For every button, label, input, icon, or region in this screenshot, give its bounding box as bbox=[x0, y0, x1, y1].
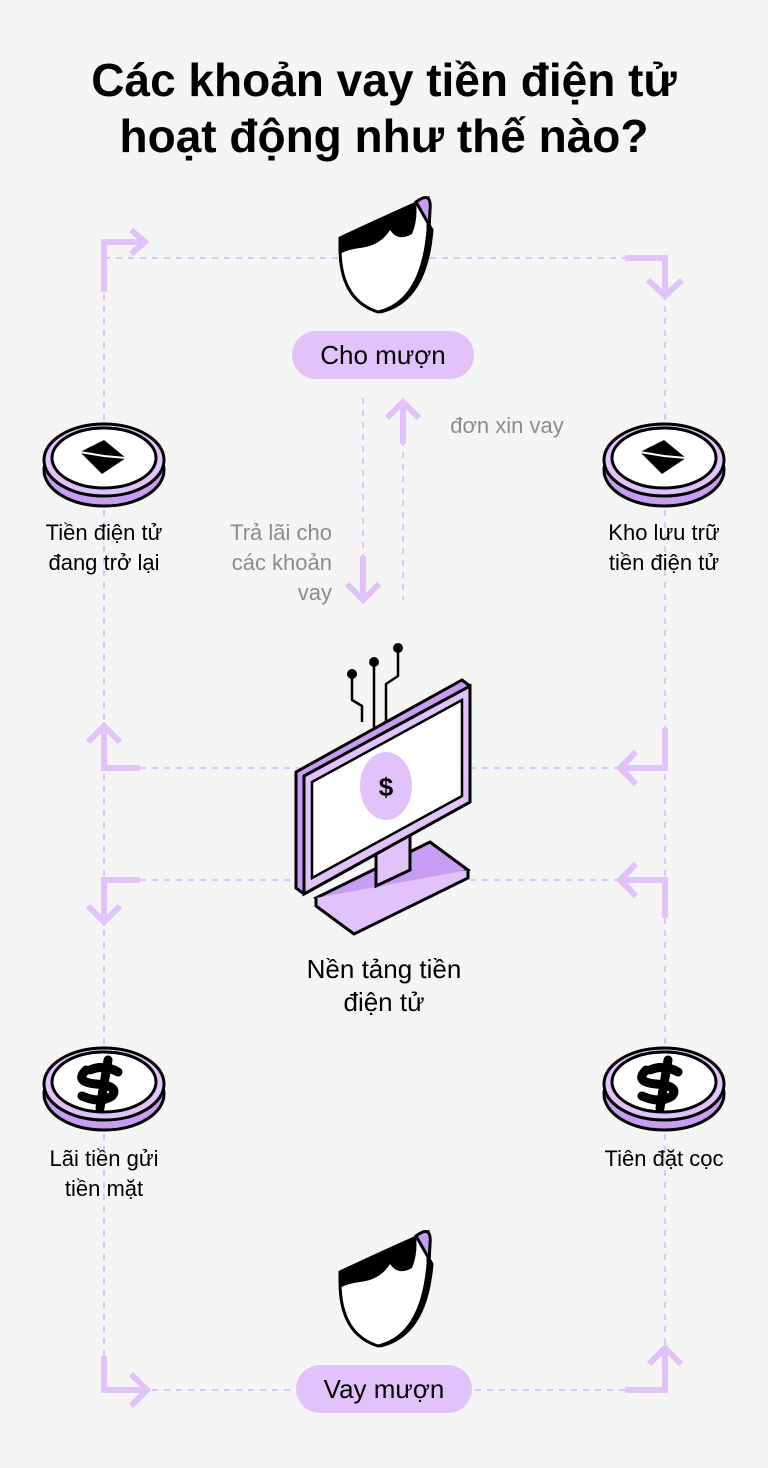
interest-payment-line-1: Trả lãi cho bbox=[230, 520, 332, 545]
person-head-icon bbox=[338, 195, 434, 314]
arrow-mid-right-left bbox=[622, 728, 668, 771]
arrow-request-up-head bbox=[384, 397, 422, 421]
arrow-top-right bbox=[625, 255, 668, 292]
crypto-storage-line-1: Kho lưu trữ bbox=[608, 520, 720, 545]
arrow-mid-left-down bbox=[101, 877, 140, 920]
crypto-storage-line-2: tiền điện tử bbox=[608, 550, 720, 575]
platform-label-line-1: Nền tảng tiền bbox=[306, 954, 462, 984]
title-line-2: hoạt động như thế nào? bbox=[119, 110, 649, 162]
arrow-mid-left-down-head bbox=[85, 903, 123, 927]
interest-payment-line-3: vay bbox=[297, 580, 332, 605]
dollar-coin-icon bbox=[42, 1046, 166, 1132]
cash-interest-label: Lãi tiền gửi tiền mặt bbox=[14, 1144, 194, 1204]
interest-payment-line-2: các khoản bbox=[231, 550, 332, 575]
svg-text:$: $ bbox=[379, 772, 394, 802]
arrow-bottom-right-head bbox=[646, 1343, 684, 1367]
arrow-bottom-right bbox=[625, 1350, 668, 1393]
ethereum-coin-icon bbox=[42, 422, 166, 508]
arrow-top-left bbox=[101, 239, 143, 292]
platform-label-line-2: điện tử bbox=[343, 987, 425, 1017]
arrow-mid-right-corner-head bbox=[615, 861, 639, 899]
loan-request-label: đơn xin vay bbox=[450, 413, 564, 438]
page-title: Các khoản vay tiền điện tử hoạt động như… bbox=[40, 52, 728, 164]
deposit-line-1: Tiên đặt cọc bbox=[604, 1146, 724, 1171]
dollar-coin-icon bbox=[602, 1046, 726, 1132]
cash-interest-line-1: Lãi tiền gửi bbox=[49, 1146, 159, 1171]
arrow-mid-left-up bbox=[101, 728, 140, 771]
interest-payment-label: Trả lãi cho các khoản vay bbox=[196, 518, 332, 608]
arrow-top-right-head bbox=[645, 277, 685, 301]
borrower-pill: Vay mượn bbox=[296, 1365, 472, 1413]
crypto-storage-label: Kho lưu trữ tiền điện tử bbox=[574, 518, 754, 578]
flow-arrows bbox=[85, 227, 685, 1409]
person-head-icon bbox=[338, 1229, 434, 1348]
crypto-returned-label: Tiền điện tử đang trở lại bbox=[14, 518, 194, 578]
arrow-mid-right-corner bbox=[622, 877, 668, 918]
title-line-1: Các khoản vay tiền điện tử bbox=[91, 54, 677, 106]
cash-interest-line-2: tiền mặt bbox=[64, 1176, 144, 1201]
arrow-bottom-left bbox=[101, 1356, 145, 1393]
arrow-mid-right-left-head bbox=[615, 749, 639, 787]
crypto-returned-line-1: Tiền điện tử bbox=[45, 520, 163, 545]
arrow-interest-down-head bbox=[344, 581, 382, 605]
crypto-returned-line-2: đang trở lại bbox=[48, 550, 160, 575]
deposit-label: Tiên đặt cọc bbox=[574, 1144, 754, 1174]
ethereum-coin-icon bbox=[602, 422, 726, 508]
computer-monitor-icon: $ bbox=[294, 643, 472, 936]
arrow-top-left-head bbox=[129, 227, 150, 257]
lender-pill: Cho mượn bbox=[292, 331, 474, 379]
platform-label: Nền tảng tiền điện tử bbox=[274, 953, 494, 1019]
arrow-mid-left-up-head bbox=[85, 721, 123, 745]
arrow-bottom-left-head bbox=[128, 1371, 152, 1409]
